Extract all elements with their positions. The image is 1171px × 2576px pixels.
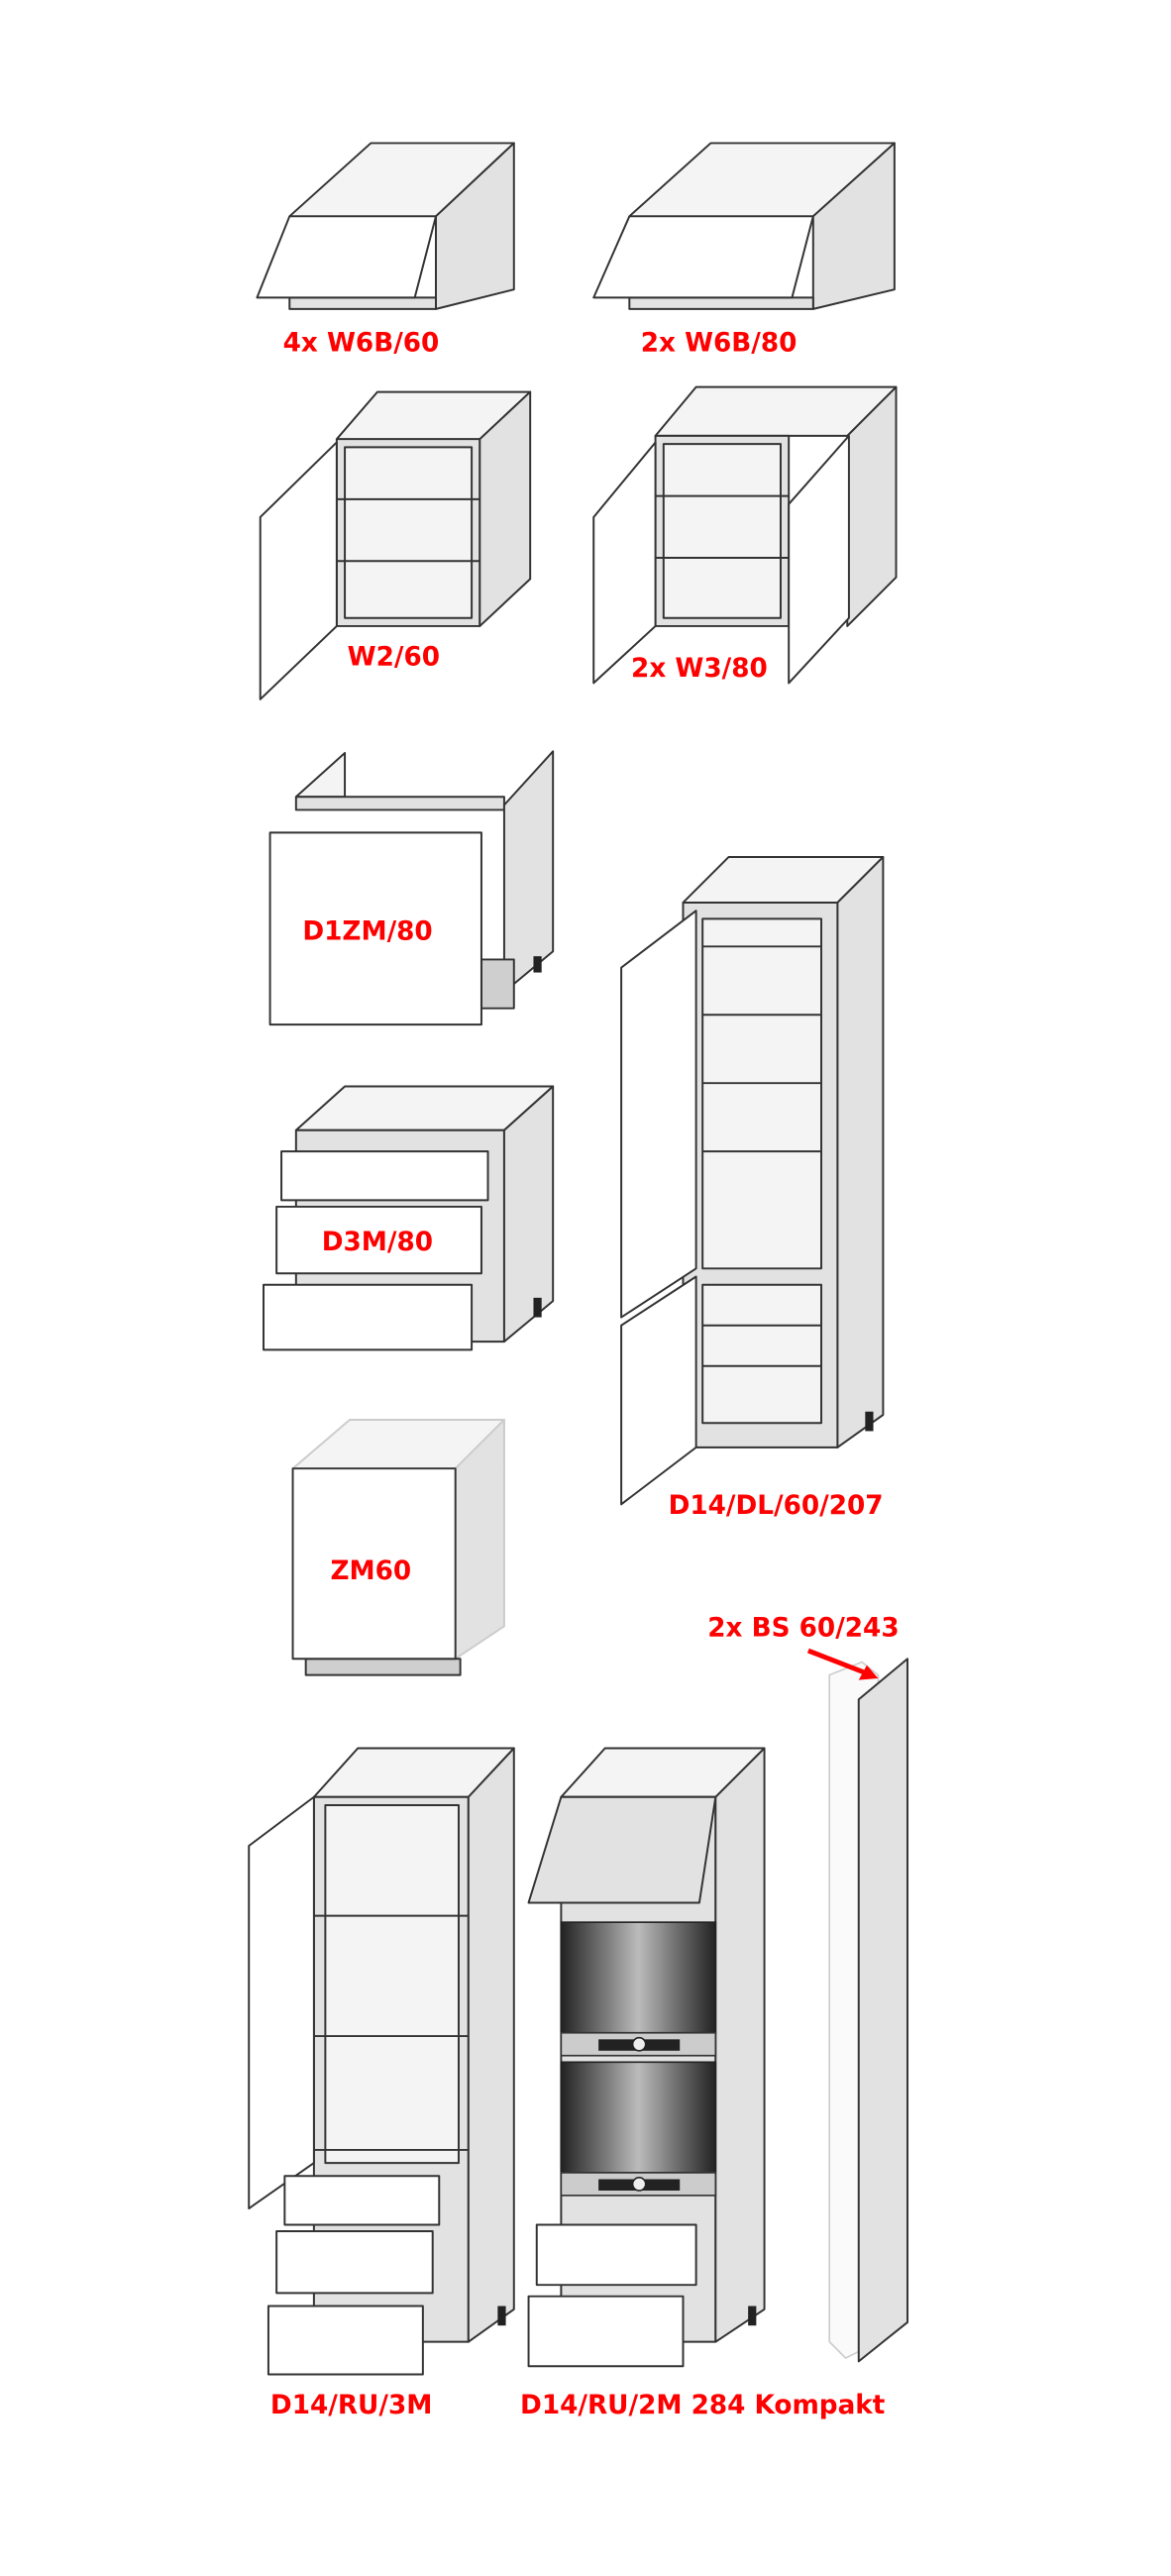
label-d14-ru-3m: D14/RU/3M [270,2391,432,2420]
label-w6b-60: 4x W6B/60 [283,329,440,359]
cabinet-w6b-80 [592,142,896,310]
cabinet-w6b-60 [256,142,515,310]
cabinet-d3m-80 [263,1085,555,1351]
cabinet-w2-60 [259,390,532,700]
oven-lower [560,2061,717,2174]
label-w2-60: W2/60 [348,642,440,672]
cabinet-d14-ru-2m-284-kompakt [527,1747,766,2368]
label-bs-60-243: 2x BS 60/243 [707,1613,899,1643]
cabinet-d14-dl-60-207 [620,856,885,1506]
label-zm60: ZM60 [330,1556,411,1586]
label-d1zm-80: D1ZM/80 [302,917,432,947]
cabinet-w3-80 [592,385,898,685]
side-panel-bs-60-243 [806,1648,908,2363]
cabinet-zm60 [291,1418,505,1676]
cabinet-d14-ru-3m [248,1747,515,2376]
label-d14-ru-2m-284-kompakt: D14/RU/2M 284 Kompakt [520,2391,885,2420]
cabinet-d1zm-80 [268,750,555,1026]
pointer-arrow [806,1648,868,1676]
label-w3-80: 2x W3/80 [631,654,768,684]
label-w6b-80: 2x W6B/80 [641,329,798,359]
oven-upper [560,1921,717,2034]
label-d3m-80: D3M/80 [322,1228,433,1257]
label-d14-dl-60-207: D14/DL/60/207 [669,1491,884,1521]
